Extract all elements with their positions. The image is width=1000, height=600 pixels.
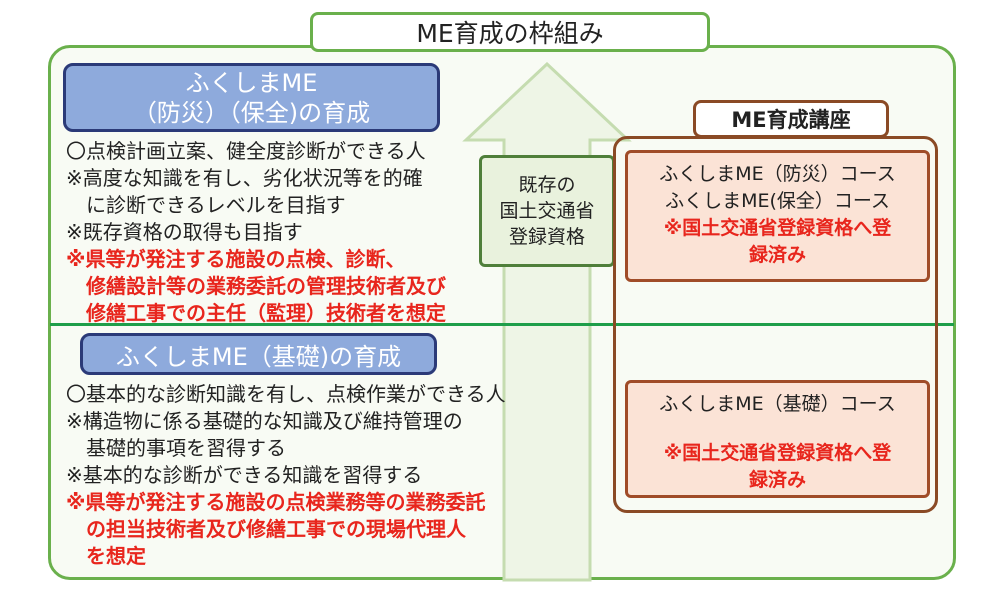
upper-description: 〇点検計画立案、健全度診断ができる人 ※高度な知識を有し、劣化状況等を的確 に診… xyxy=(66,138,446,327)
lower-line-1: 〇基本的な診断知識を有し、点検作業ができる人 xyxy=(66,382,506,406)
existing-line-3: 登録資格 xyxy=(508,226,585,248)
lower-line-4: ※基本的な診断ができる知識を習得する xyxy=(66,463,423,487)
upper-section-header: ふくしまME （防災）（保全)の育成 xyxy=(63,63,440,132)
upper-header-line-1: ふくしまME xyxy=(185,68,318,97)
course1-note-line-1: ※国土交通省登録資格へ登 xyxy=(663,217,892,239)
course-card-kiso: ふくしまME（基礎）コース ※国土交通省登録資格へ登 録済み xyxy=(625,380,930,498)
course2-line-1: ふくしまME（基礎）コース xyxy=(659,393,896,415)
upper-emphasis-line-2: 修繕設計等の業務委託の管理技術者及び xyxy=(66,274,446,298)
upper-emphasis-line-1: ※県等が発注する施設の点検、診断、 xyxy=(66,247,406,271)
upper-line-1: 〇点検計画立案、健全度診断ができる人 xyxy=(66,139,426,163)
upper-line-4: ※既存資格の取得も目指す xyxy=(66,220,303,244)
lower-description: 〇基本的な診断知識を有し、点検作業ができる人 ※構造物に係る基礎的な知識及び維持… xyxy=(66,381,506,570)
diagram-title: ME育成の枠組み xyxy=(310,12,710,52)
existing-qualification-box: 既存の 国土交通省 登録資格 xyxy=(479,155,615,267)
course2-note-line-1: ※国土交通省登録資格へ登 xyxy=(663,442,892,464)
lower-section-header: ふくしまME（基礎)の育成 xyxy=(80,333,437,375)
course2-spacer xyxy=(628,418,927,440)
lower-emphasis-line-2: の担当技術者及び修繕工事での現場代理人 xyxy=(66,517,466,541)
course1-note-line-2: 録済み xyxy=(748,244,806,266)
course1-line-2: ふくしまME(保全）コース xyxy=(665,190,890,212)
existing-line-2: 国土交通省 xyxy=(499,200,595,222)
lower-emphasis-line-3: を想定 xyxy=(66,544,146,568)
course-card-bousai-hozen: ふくしまME（防災）コース ふくしまME(保全）コース ※国土交通省登録資格へ登… xyxy=(625,150,930,282)
upper-emphasis-line-3: 修繕工事での主任（監理）技術者を想定 xyxy=(66,301,446,325)
upper-line-2: ※高度な知識を有し、劣化状況等を的確 xyxy=(66,166,423,190)
lower-line-3: 基礎的事項を習得する xyxy=(66,436,286,460)
courses-panel-title: ME育成講座 xyxy=(693,100,889,138)
upper-header-line-2: （防災）（保全)の育成 xyxy=(132,98,371,127)
upper-line-3: に診断できるレベルを目指す xyxy=(66,193,346,217)
lower-line-2: ※構造物に係る基礎的な知識及び維持管理の xyxy=(66,409,463,433)
section-divider xyxy=(50,323,954,326)
existing-line-1: 既存の xyxy=(518,174,576,196)
course2-note-line-2: 録済み xyxy=(748,469,806,491)
course1-line-1: ふくしまME（防災）コース xyxy=(659,163,896,185)
lower-emphasis-line-1: ※県等が発注する施設の点検業務等の業務委託 xyxy=(66,490,486,514)
